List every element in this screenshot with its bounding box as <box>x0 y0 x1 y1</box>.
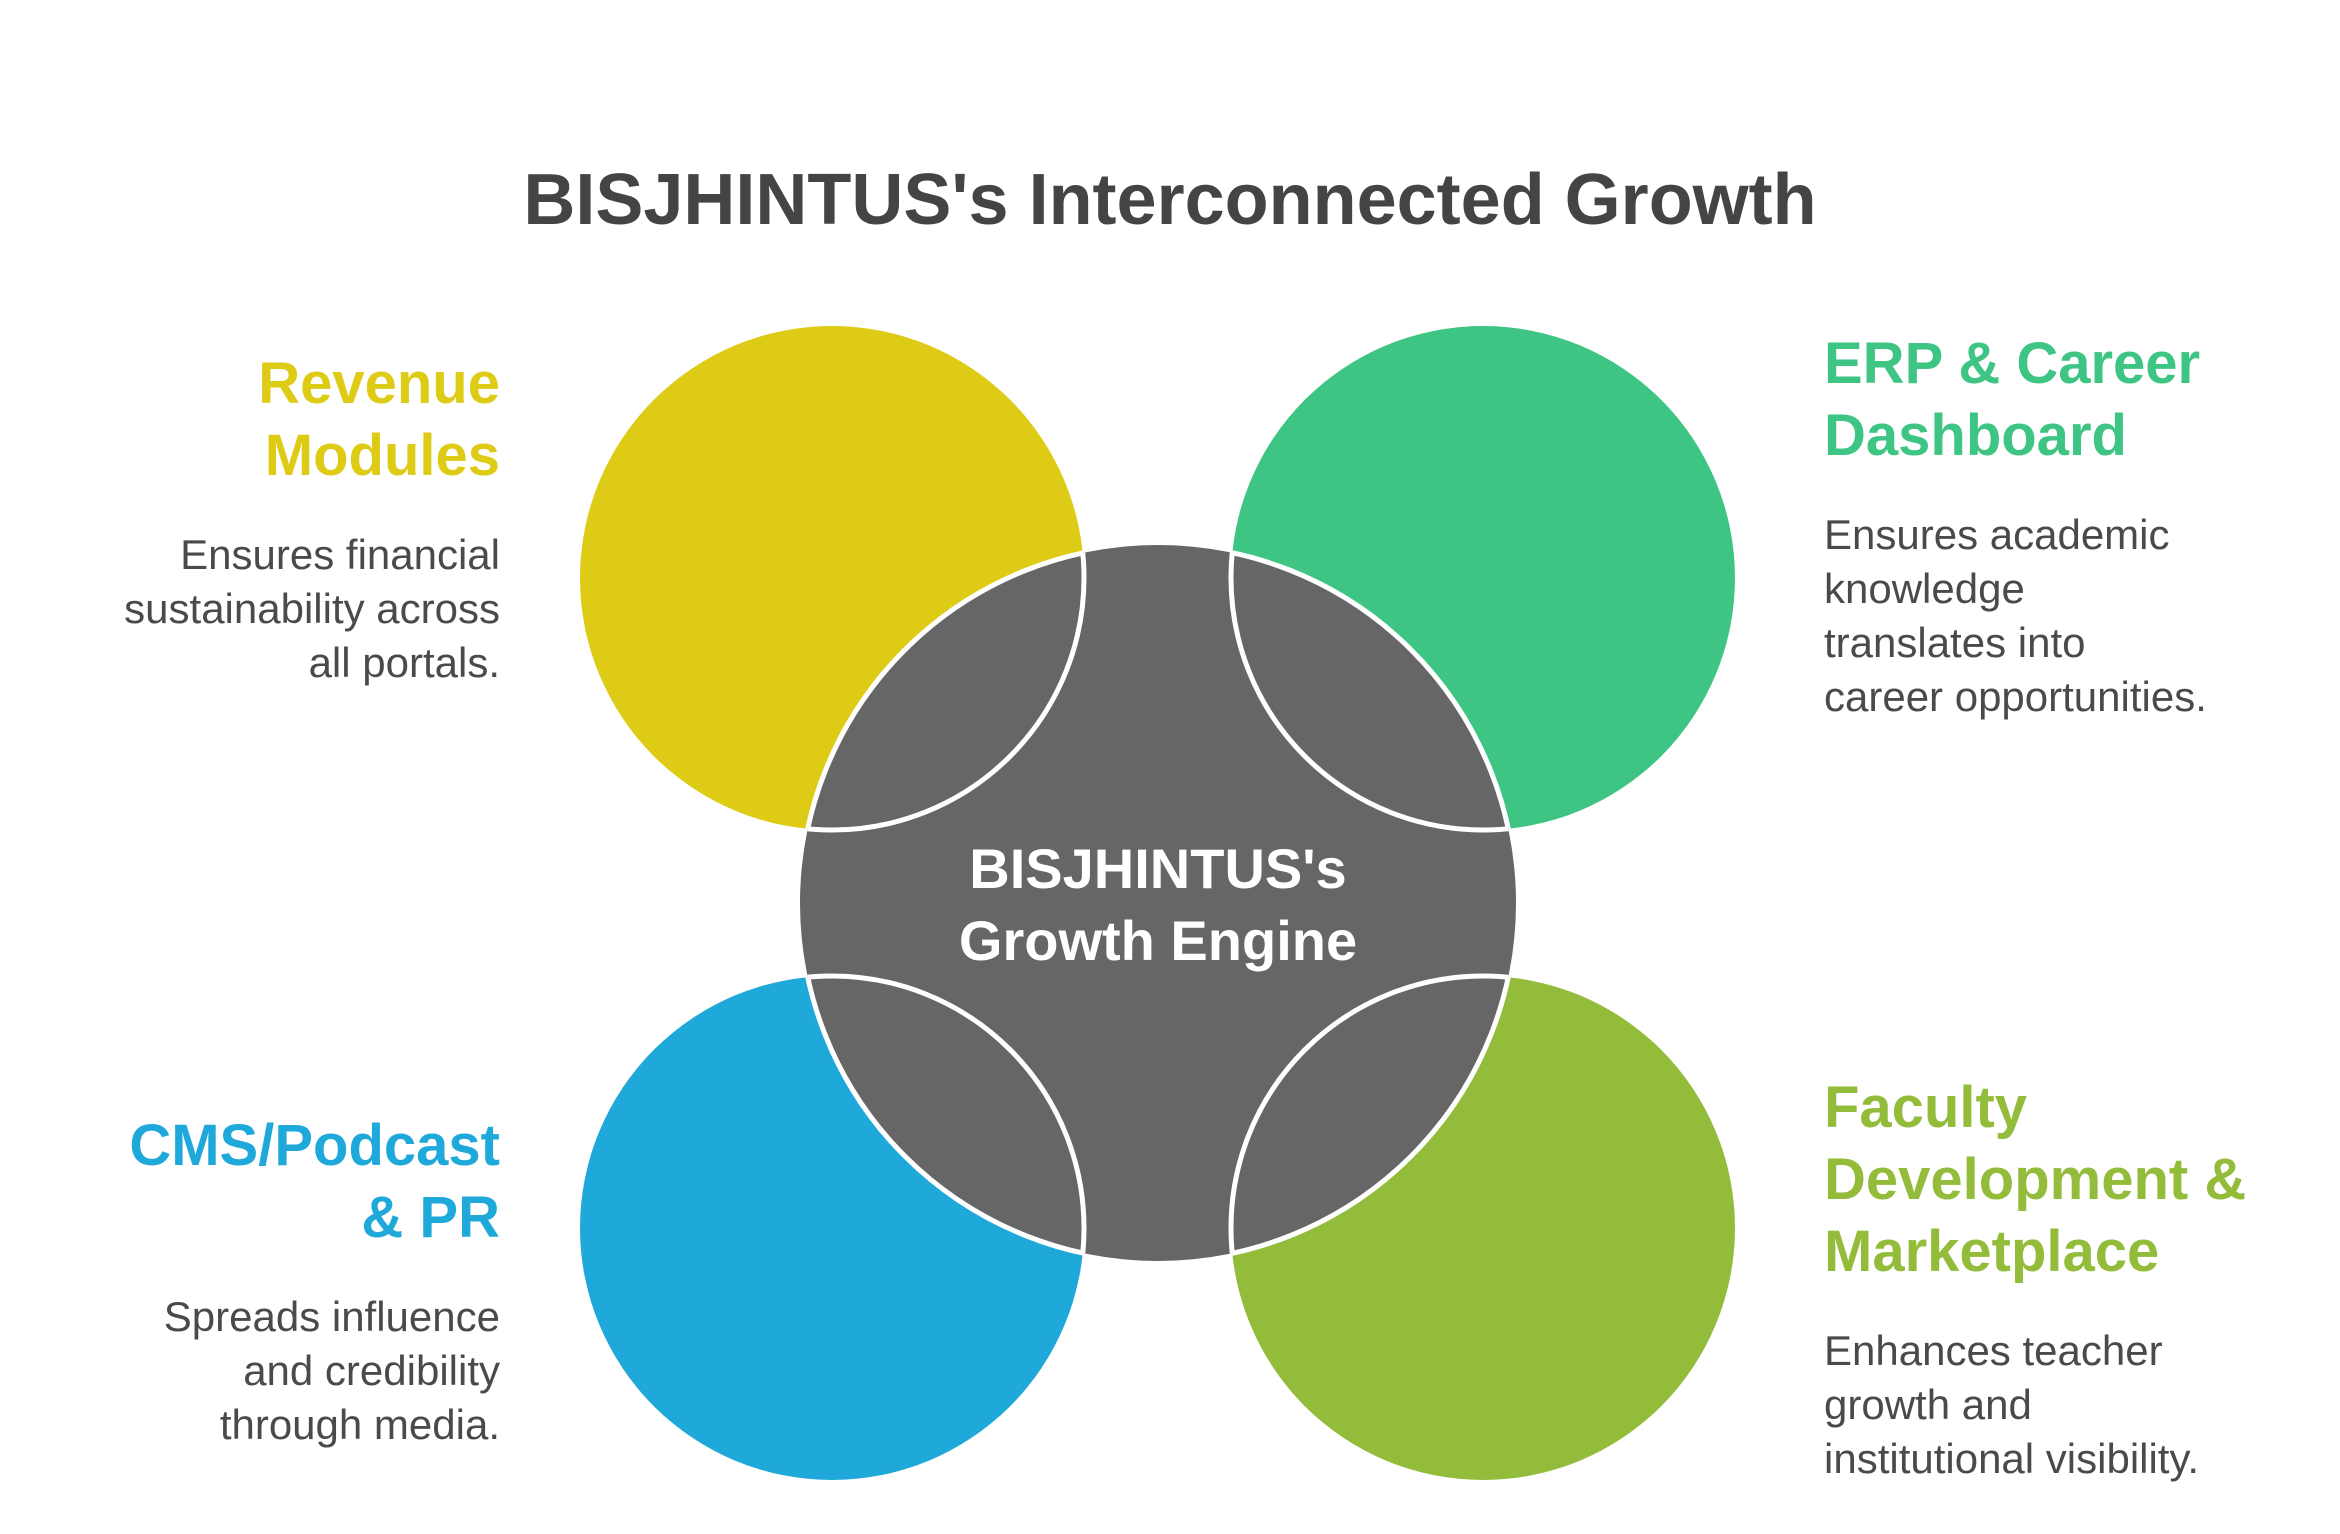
faculty-desc-line2: growth and <box>1824 1381 2032 1428</box>
overlap-outlines <box>800 545 1516 1261</box>
erp-description: Ensures academic knowledge translates in… <box>1824 508 2324 724</box>
center-label-line2: Growth Engine <box>959 909 1357 972</box>
revenue-title-line2: Modules <box>264 423 500 488</box>
cms-title-line2: & PR <box>361 1185 500 1250</box>
erp-desc-line4: career opportunities. <box>1824 673 2207 720</box>
revenue-description: Ensures financial sustainability across … <box>0 528 500 690</box>
cms-title-line1: CMS/Podcast <box>129 1113 500 1178</box>
faculty-desc-line1: Enhances teacher <box>1824 1327 2163 1374</box>
erp-title-line2: Dashboard <box>1824 403 2127 468</box>
center-label-line1: BISJHINTUS's <box>969 837 1346 900</box>
erp-block: ERP & Career Dashboard Ensures academic … <box>1824 328 2324 724</box>
faculty-desc-line3: institutional visibility. <box>1824 1435 2200 1482</box>
faculty-title: Faculty Development & Marketplace <box>1824 1072 2324 1288</box>
revenue-desc-line2: sustainability across <box>124 585 500 632</box>
erp-title-line1: ERP & Career <box>1824 331 2201 396</box>
cms-description: Spreads influence and credibility throug… <box>0 1290 500 1452</box>
faculty-title-line3: Marketplace <box>1824 1219 2160 1284</box>
revenue-block: Revenue Modules Ensures financial sustai… <box>0 348 500 690</box>
cms-desc-line1: Spreads influence <box>163 1293 500 1340</box>
revenue-desc-line1: Ensures financial <box>180 531 500 578</box>
erp-desc-line2: knowledge <box>1824 565 2025 612</box>
revenue-title-line1: Revenue <box>258 351 500 416</box>
faculty-description: Enhances teacher growth and institutiona… <box>1824 1324 2324 1486</box>
cms-title: CMS/Podcast & PR <box>0 1110 500 1254</box>
faculty-block: Faculty Development & Marketplace Enhanc… <box>1824 1072 2324 1486</box>
revenue-desc-line3: all portals. <box>308 639 500 686</box>
erp-title: ERP & Career Dashboard <box>1824 328 2324 472</box>
erp-desc-line3: translates into <box>1824 619 2086 666</box>
cms-desc-line3: through media. <box>219 1401 500 1448</box>
faculty-title-line1: Faculty <box>1824 1075 2028 1140</box>
cms-desc-line2: and credibility <box>243 1347 500 1394</box>
erp-desc-line1: Ensures academic <box>1824 511 2170 558</box>
page-title: BISJHINTUS's Interconnected Growth <box>523 160 1817 240</box>
faculty-title-line2: Development & <box>1824 1147 2247 1212</box>
revenue-title: Revenue Modules <box>0 348 500 492</box>
cms-block: CMS/Podcast & PR Spreads influence and c… <box>0 1110 500 1452</box>
